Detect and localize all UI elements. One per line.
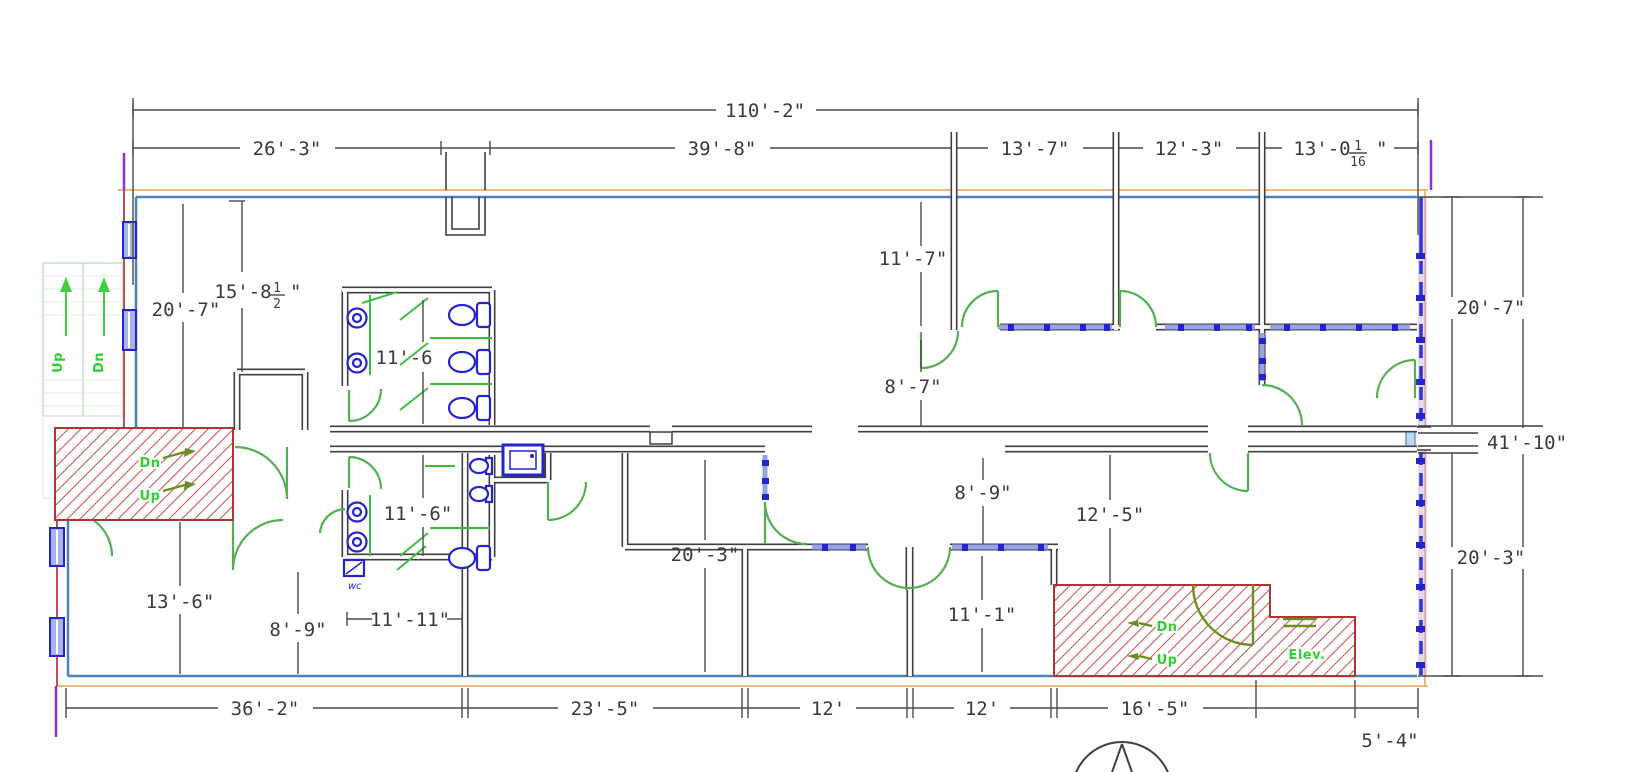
door-swing: [1261, 383, 1304, 426]
dim-bottom-seg-1: 36'-2": [231, 698, 300, 720]
door-swing: [1375, 358, 1417, 399]
dimensions-right: 20'-7" 41'-10" 20'-3": [1418, 196, 1578, 677]
dim-11-7: 11'-7": [879, 248, 948, 270]
floor-fixture-icon: [342, 558, 366, 578]
dimensions-bottom: 36'-2" 23'-5" 12' 12' 16'-5" 5'-4": [65, 680, 1419, 752]
doors: [67, 289, 1417, 590]
door-swing: [919, 330, 960, 370]
dim-room-13-6: 13'-6": [146, 591, 215, 613]
west-stair-up-label: Up: [140, 489, 161, 504]
door-swing: [763, 501, 808, 546]
toilet-icon: [447, 301, 492, 572]
dim-8-9-right: 8'-9": [954, 482, 1011, 504]
elevator-label: Elev.: [1288, 648, 1325, 663]
dim-top-overall: 110'-2": [725, 100, 805, 122]
up-arrow-icon: [184, 481, 196, 490]
corridor-notch: [649, 431, 673, 445]
up-arrow-icon: [1127, 653, 1139, 660]
up-arrow-head-icon: [60, 277, 72, 292]
east-stair-dn-label: Dn: [1156, 620, 1177, 635]
door-swing: [1208, 452, 1250, 493]
mop-sink-icon: [501, 443, 545, 477]
mullion-ticks: [762, 324, 1398, 551]
exterior-stair-up-label: Up: [51, 352, 66, 373]
dim-right-lower: 20'-3": [1457, 547, 1526, 569]
interior-walls: [233, 132, 1417, 676]
glazed-partitions: [762, 324, 1410, 551]
door-swing: [231, 518, 284, 571]
dim-restroom-upper: 11'-6: [375, 347, 432, 369]
dn-arrow-head-icon: [98, 277, 110, 292]
dimensions-interior: 20'-7" 15'-8 1 2 " 11'-6 11'-6" 13'-6" 8…: [146, 200, 1145, 674]
west-stair: Dn Up: [54, 427, 234, 521]
door-swing: [234, 445, 289, 500]
urinal-icon: [468, 456, 494, 504]
dn-arrow-icon: [184, 448, 196, 457]
dim-restroom-lower: 11'-6": [384, 503, 453, 525]
vestibule: [445, 152, 486, 236]
east-stair-elevator: Dn Up Elev.: [1053, 584, 1356, 677]
dim-left-width2-num: 1: [273, 281, 281, 296]
door-swing: [546, 481, 588, 522]
dim-room-11-1: 11'-1": [948, 604, 1017, 626]
dim-top-seg-1: 26'-3": [253, 138, 322, 160]
dim-8-9-left: 8'-9": [269, 619, 326, 641]
north-arrow-icon: [1075, 741, 1169, 772]
exterior-stair-dn-label: Dn: [92, 352, 107, 373]
door-swing: [347, 388, 383, 423]
dim-12-5: 12'-5": [1076, 504, 1145, 526]
east-stair-hatch: [1053, 584, 1356, 677]
stair-treads: [44, 275, 122, 407]
dim-top-seg-5-den: 16: [1350, 155, 1366, 170]
dim-bottom-offset: 5'-4": [1361, 730, 1418, 752]
west-stair-dn-label: Dn: [139, 456, 160, 471]
dim-top-seg-5-num: 1: [1354, 139, 1362, 154]
dim-left-width2: 15'-8: [214, 281, 271, 303]
sink-icon: [346, 307, 368, 553]
stair-door-swing: [1191, 584, 1255, 647]
dim-bottom-seg-3: 12': [811, 698, 845, 720]
dn-arrow-icon: [1127, 620, 1139, 627]
dim-8-7: 8'-7": [884, 376, 941, 398]
dim-top-seg-4: 12'-3": [1155, 138, 1224, 160]
dim-right-upper: 20'-7": [1457, 297, 1526, 319]
dim-top-seg-5-suffix: ": [1376, 138, 1387, 160]
west-stair-hatch: [54, 427, 234, 521]
dim-bottom-seg-2: 23'-5": [571, 698, 640, 720]
curtain-wall-right: [1405, 197, 1431, 676]
dimensions-top: 110'-2" 26'-3" 39'-8" 13'-7" 12'-3" 13'-…: [132, 98, 1419, 285]
dim-bottom-seg-4: 12': [965, 698, 999, 720]
restroom-fixtures: wc: [342, 291, 545, 592]
dim-top-seg-5: 13'-0: [1293, 138, 1350, 160]
east-stair-up-label: Up: [1157, 653, 1178, 668]
door-swing: [318, 507, 346, 534]
door-swing: [1118, 289, 1158, 328]
dim-top-seg-3: 13'-7": [1001, 138, 1070, 160]
fixture-label: wc: [348, 581, 362, 592]
exterior-stair: Up Dn: [42, 262, 124, 499]
dim-11-11: 11'-11": [370, 609, 450, 631]
dim-left-width: 20'-7": [152, 299, 221, 321]
dim-left-width2-suffix: ": [290, 281, 301, 303]
dim-left-width2-den: 2: [273, 297, 281, 312]
door-swing: [960, 289, 1000, 328]
dim-bottom-seg-5: 16'-5": [1121, 698, 1190, 720]
dim-room-20-3: 20'-3": [671, 544, 740, 566]
double-door-swing: [866, 546, 952, 590]
door-swing: [347, 455, 383, 490]
dim-top-seg-2: 39'-8": [688, 138, 757, 160]
dim-right-overall: 41'-10": [1487, 432, 1567, 454]
